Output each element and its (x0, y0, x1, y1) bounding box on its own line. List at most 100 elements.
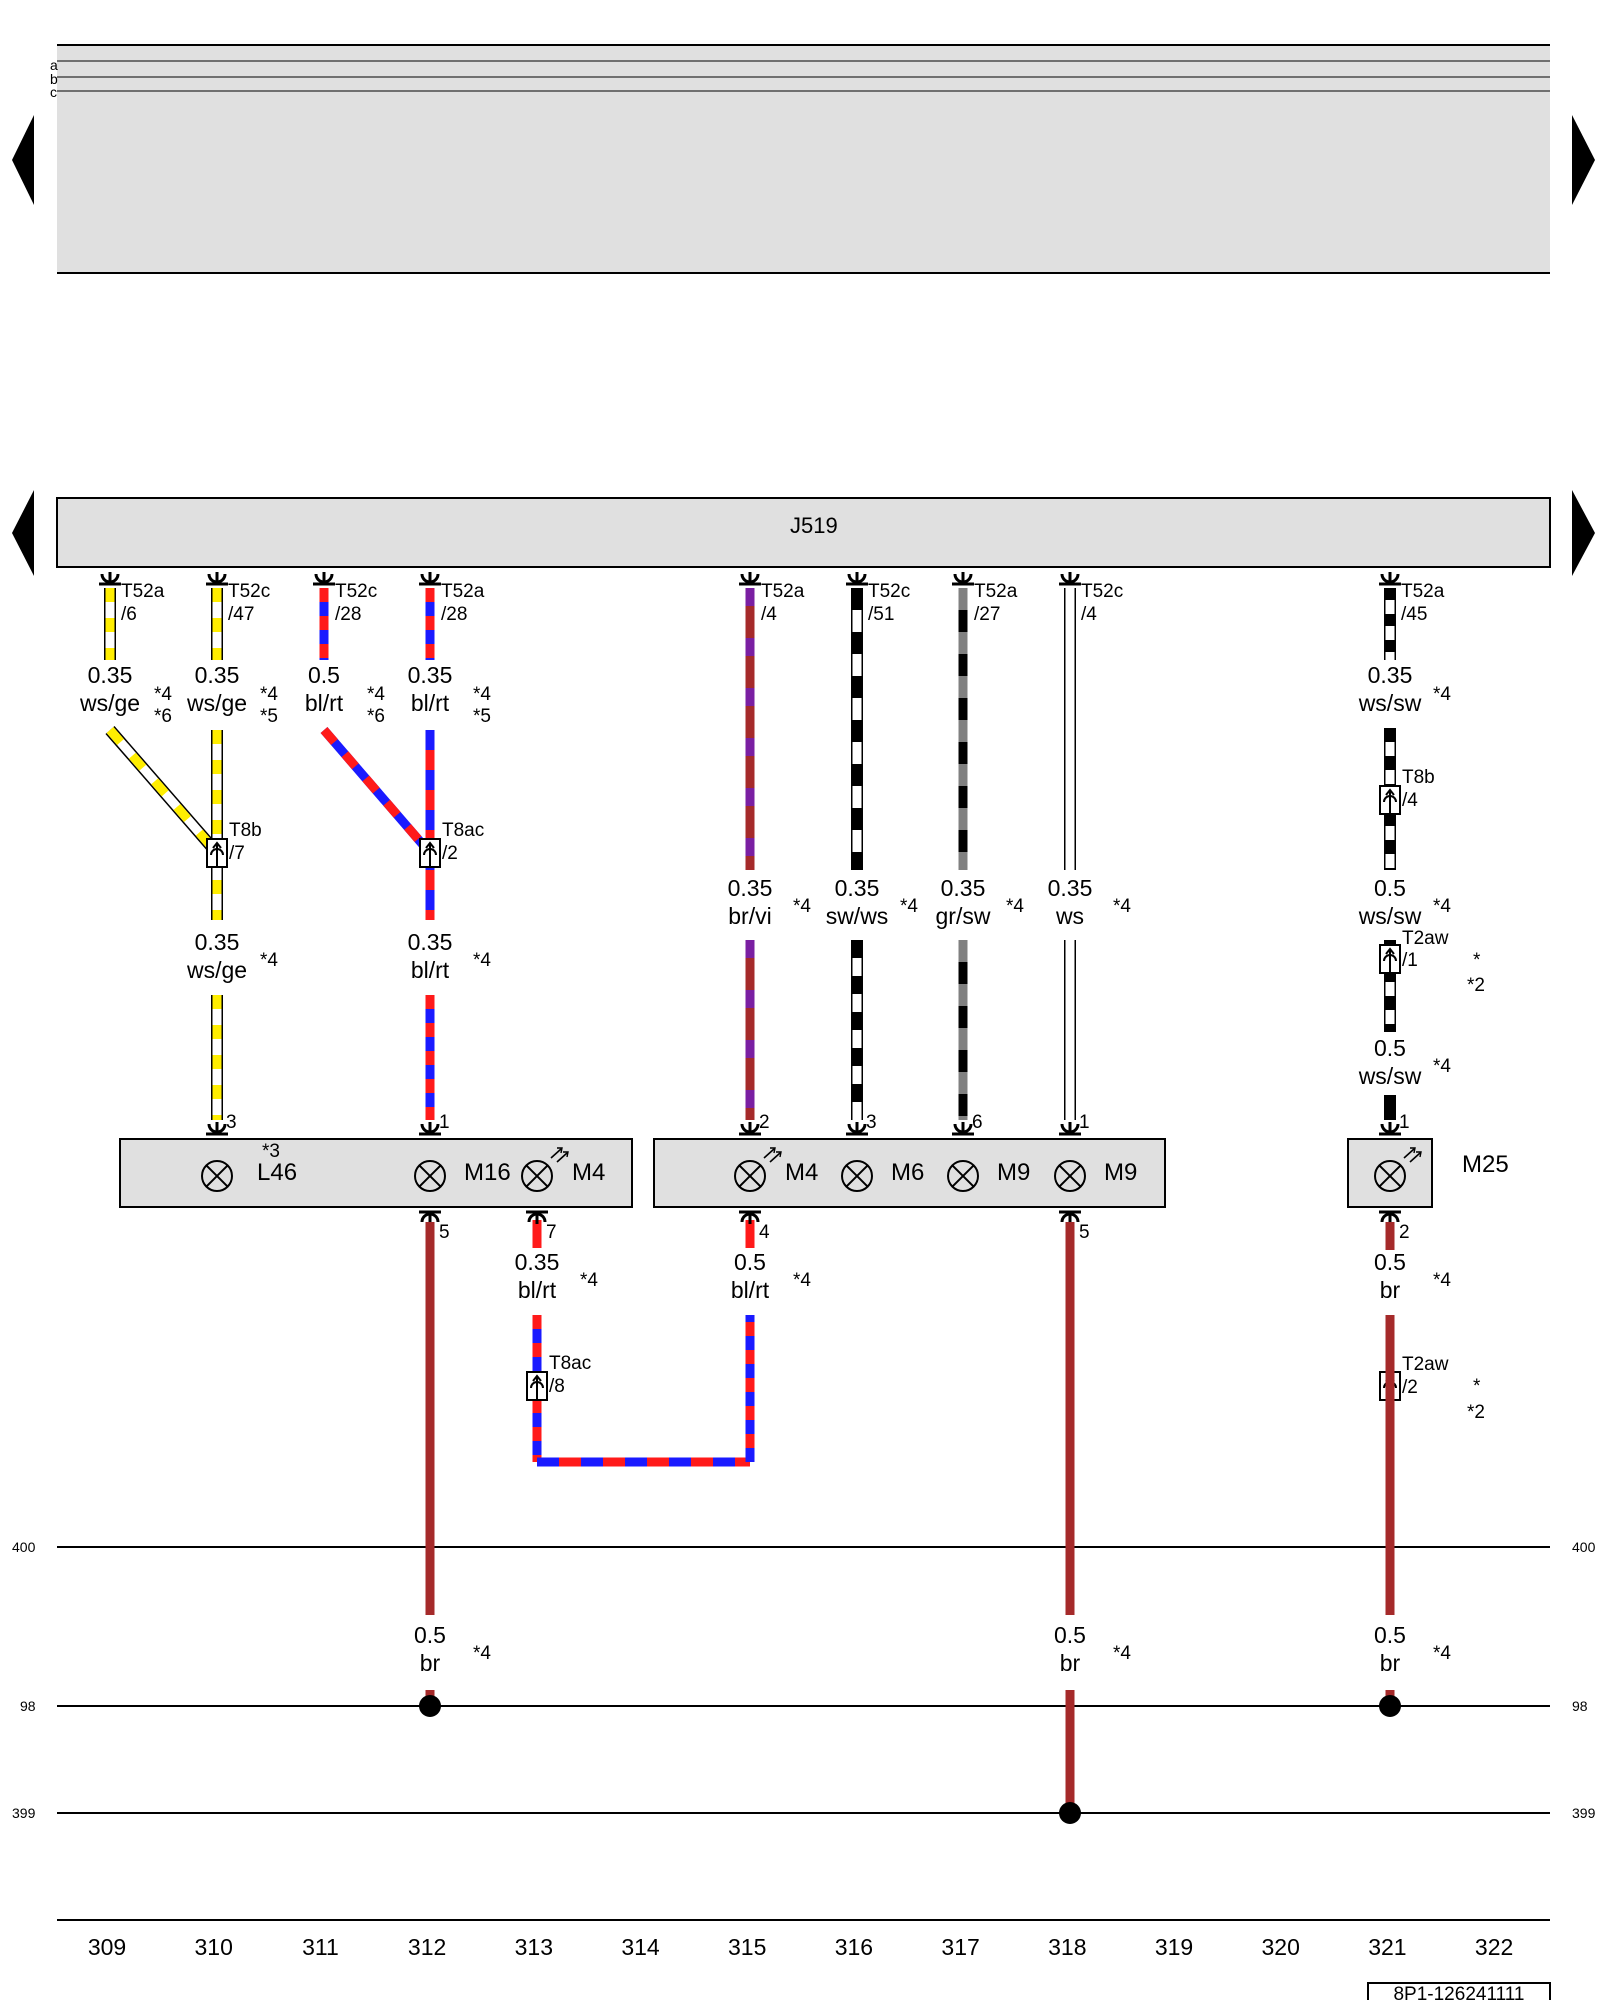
wires-layer (104, 588, 1396, 1467)
wire-color: gr/sw (936, 903, 991, 929)
pin-label: /47 (228, 604, 254, 625)
prev-page-arrow-icon[interactable] (12, 115, 34, 205)
wire-note: *4 (793, 1270, 811, 1291)
pin-number: 7 (546, 1222, 557, 1243)
pin-label: T52a (974, 581, 1018, 602)
connector-label: /7 (229, 843, 245, 864)
component-label: M9 (997, 1159, 1030, 1186)
wire-note: *4 (473, 684, 491, 705)
pin-label: T52a (121, 581, 165, 602)
column-number: 311 (302, 1934, 339, 1960)
pin-number: 3 (866, 1112, 877, 1133)
ground-wire-labels: 0.5 br *4 0.5 br *4 0.5 br *4 (410, 1615, 1451, 1685)
inline-connectors: T8b /7 T8ac /2 T8b /4 T2aw /1 * *2 T8ac … (206, 767, 1485, 1423)
wire-note: *4 (367, 684, 385, 705)
wire-size: 0.5 (1374, 875, 1406, 901)
wire-note: *4 (154, 684, 172, 705)
wire-note: *6 (367, 706, 385, 727)
pin-label: /28 (335, 604, 361, 625)
wire-color: bl/rt (411, 957, 450, 983)
pin-label: T52a (1401, 581, 1445, 602)
wire-color: sw/ws (826, 903, 889, 929)
connector-label: T8b (1402, 767, 1435, 788)
component-box-left (119, 1138, 633, 1208)
pin-number: 3 (226, 1112, 237, 1133)
wire-color: br (1060, 1650, 1081, 1676)
next-page-arrow-icon[interactable] (1572, 490, 1595, 576)
row-label: 400 (1572, 1539, 1596, 1555)
component-label: M4 (785, 1159, 818, 1186)
component-label: M4 (572, 1159, 605, 1186)
wire-note: *4 (473, 950, 491, 971)
upper-wire-labels: 0.35 ws/ge *4 *6 0.35 ws/ge *4 *5 0.5 bl… (79, 662, 1451, 727)
doc-id-frame (1367, 1982, 1551, 2000)
wire-size: 0.5 (1374, 1035, 1406, 1061)
wire-note: *4 (580, 1270, 598, 1291)
wire-note: *6 (154, 706, 172, 727)
doc-id: 8P1-126241111 (1393, 1984, 1524, 2000)
wire-color: bl/rt (305, 690, 344, 716)
connector-label: T8ac (442, 820, 484, 841)
wire-size: 0.35 (1368, 662, 1413, 688)
next-page-arrow-icon[interactable] (1572, 115, 1595, 205)
connector-note: * (1473, 950, 1481, 971)
column-number: 315 (728, 1934, 766, 1960)
control-unit-label: J519 (790, 513, 838, 538)
pin-label: /51 (868, 604, 894, 625)
component-label: M16 (464, 1159, 511, 1186)
pin-number: 2 (1399, 1222, 1410, 1243)
column-number: 309 (88, 1934, 126, 1960)
wire-size: 0.35 (408, 929, 453, 955)
wire-note: *4 (1433, 684, 1451, 705)
component-label: L46 (257, 1159, 297, 1186)
pin-label: T52c (335, 581, 377, 602)
pins-top (97, 570, 1403, 586)
component-label: M25 (1462, 1151, 1509, 1178)
wire-size: 0.35 (195, 662, 240, 688)
wire-size: 0.5 (308, 662, 340, 688)
column-number: 318 (1048, 1934, 1086, 1960)
column-number: 314 (621, 1934, 660, 1960)
wire-size: 0.5 (1374, 1249, 1406, 1275)
pin-label: /45 (1401, 604, 1427, 625)
top-pin-labels: T52a /6 T52c /47 T52c /28 T52a /28 T52a … (121, 581, 1445, 625)
connector-label: /4 (1402, 790, 1418, 811)
connector-label: /2 (1402, 1377, 1418, 1398)
junction-dot (1059, 1802, 1081, 1824)
track-label-b: b (50, 71, 58, 87)
prev-page-arrow-icon[interactable] (12, 490, 34, 576)
pin-label: /4 (761, 604, 777, 625)
column-number: 322 (1475, 1934, 1513, 1960)
connector-note: *2 (1467, 975, 1485, 996)
wire-note: *4 (1433, 1270, 1451, 1291)
wire-note: *4 (1433, 1056, 1451, 1077)
pin-label: T52c (1081, 581, 1123, 602)
junction-dot (1379, 1695, 1401, 1717)
wire-note: *4 (1433, 896, 1451, 917)
row-label: 98 (20, 1698, 36, 1714)
header-frame (57, 45, 1550, 273)
pin-number: 1 (439, 1112, 450, 1133)
column-number: 316 (835, 1934, 873, 1960)
wire-size: 0.35 (835, 875, 880, 901)
column-number: 320 (1262, 1934, 1300, 1960)
wire-color: br (1380, 1650, 1401, 1676)
column-number: 313 (515, 1934, 553, 1960)
row-label: 400 (12, 1539, 36, 1555)
wire-color: ws/ge (186, 957, 247, 983)
pin-label: T52a (441, 581, 485, 602)
wire-color: ws (1055, 903, 1084, 929)
component-label: M9 (1104, 1159, 1137, 1186)
wire-note: *4 (473, 1643, 491, 1664)
wire-color: ws/sw (1358, 903, 1422, 929)
wire-note: *4 (1006, 896, 1024, 917)
wire-size: 0.35 (1048, 875, 1093, 901)
wire-note: *4 (1113, 1643, 1131, 1664)
control-unit-j519 (56, 497, 1551, 568)
connector-label: T8b (229, 820, 262, 841)
wire-color: br (420, 1650, 441, 1676)
wire-size: 0.35 (515, 1249, 560, 1275)
wire-note: *4 (793, 896, 811, 917)
component-label: M6 (891, 1159, 924, 1186)
